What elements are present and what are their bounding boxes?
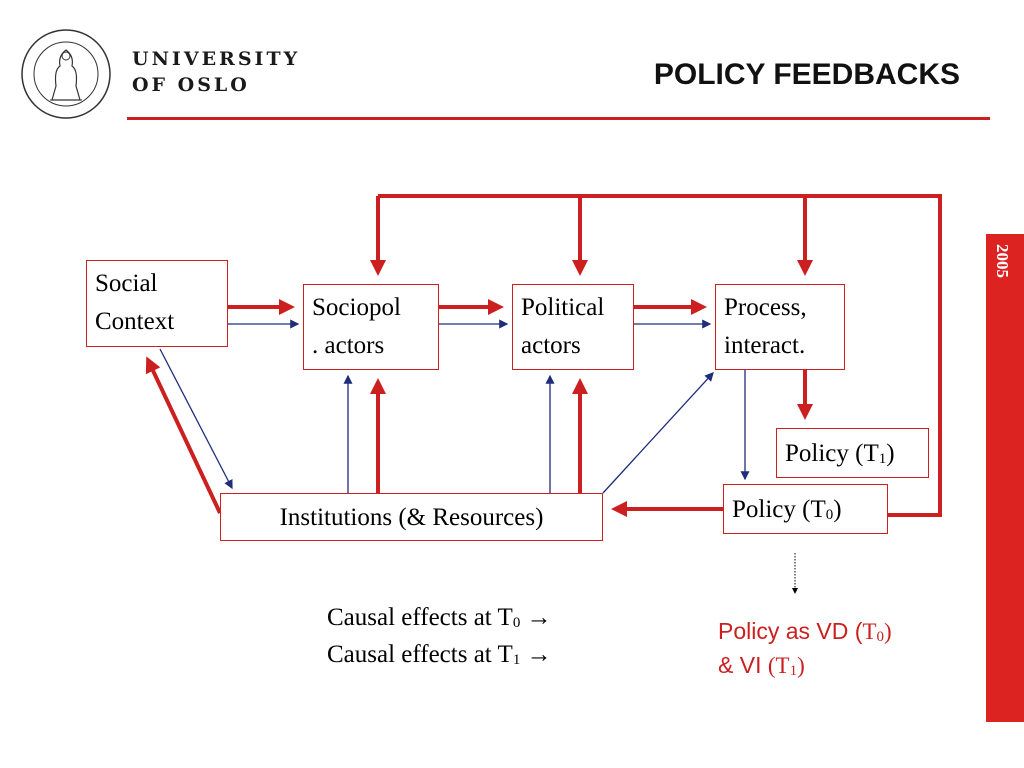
legend-t1-label: Causal effects at T xyxy=(327,641,513,668)
slide-title: POLICY FEEDBACKS xyxy=(653,58,960,91)
political-line1: Political xyxy=(521,294,605,321)
feedback-loop-path xyxy=(378,194,942,517)
university-name-line1: UNIVERSITY xyxy=(132,48,301,70)
feedback-loop-red xyxy=(370,194,942,517)
policy-t0-close: ) xyxy=(833,496,842,523)
policy-t1-subscript: 1 xyxy=(878,451,887,467)
box-process-interact: Process, interact. xyxy=(715,284,845,370)
box-social-context: Social Context xyxy=(86,260,228,347)
box-policy-t1: Policy (T1) xyxy=(776,428,929,478)
year-side-band: 2005 xyxy=(986,234,1024,722)
sociopol-line1: Sociopol xyxy=(312,294,401,321)
legend-t1-subscript: 1 xyxy=(512,652,521,668)
policy-t0-label: Policy (T xyxy=(732,496,826,523)
year-label: 2005 xyxy=(993,244,1012,278)
legend-t1-arrow: → xyxy=(526,641,552,668)
legend-t0-arrow: → xyxy=(526,604,552,631)
policy-note-line2: & VI (T1) xyxy=(718,652,805,679)
note-line2-close: ) xyxy=(797,653,805,678)
note-line1-prefix: Policy as VD ( xyxy=(718,618,863,644)
title-divider xyxy=(127,117,990,120)
policy-t1-label: Policy (T xyxy=(785,440,879,467)
university-seal-logo xyxy=(21,29,111,119)
policy-note-line1: Policy as VD (T0) xyxy=(718,618,892,645)
box-institutions: Institutions (& Resources) xyxy=(220,493,603,541)
note-line2-t: (T xyxy=(767,653,790,678)
arrow-institutions-to-process-blue xyxy=(602,372,714,494)
legend-t0-subscript: 0 xyxy=(512,615,521,631)
political-line2: actors xyxy=(521,332,581,359)
legend-t0-label: Causal effects at T xyxy=(327,604,513,631)
note-line1-subscript: 0 xyxy=(876,629,885,645)
process-line1: Process, xyxy=(724,294,807,321)
box-political-actors: Political actors xyxy=(512,284,634,370)
policy-t0-subscript: 0 xyxy=(825,507,834,523)
legend-causal-t0: Causal effects at T0 → xyxy=(327,604,552,632)
box-policy-t0: Policy (T0) xyxy=(723,484,888,534)
legend-causal-t1: Causal effects at T1 → xyxy=(327,641,552,669)
box-sociopol-actors: Sociopol . actors xyxy=(303,284,439,370)
sociopol-line2: . actors xyxy=(312,332,385,359)
policy-t1-close: ) xyxy=(886,440,895,467)
note-line1-close: ) xyxy=(884,619,892,644)
university-name-line2: OF OSLO xyxy=(132,74,250,96)
arrow-social-to-institutions-blue xyxy=(159,348,233,490)
arrow-institutions-to-social-red xyxy=(145,356,222,514)
note-line2-subscript: 1 xyxy=(789,663,798,679)
social-context-line2: Context xyxy=(95,308,175,335)
process-line2: interact. xyxy=(724,332,806,359)
social-context-line1: Social xyxy=(95,270,158,297)
note-line2-prefix: & VI xyxy=(718,652,768,678)
note-line1-t: T xyxy=(862,619,877,644)
